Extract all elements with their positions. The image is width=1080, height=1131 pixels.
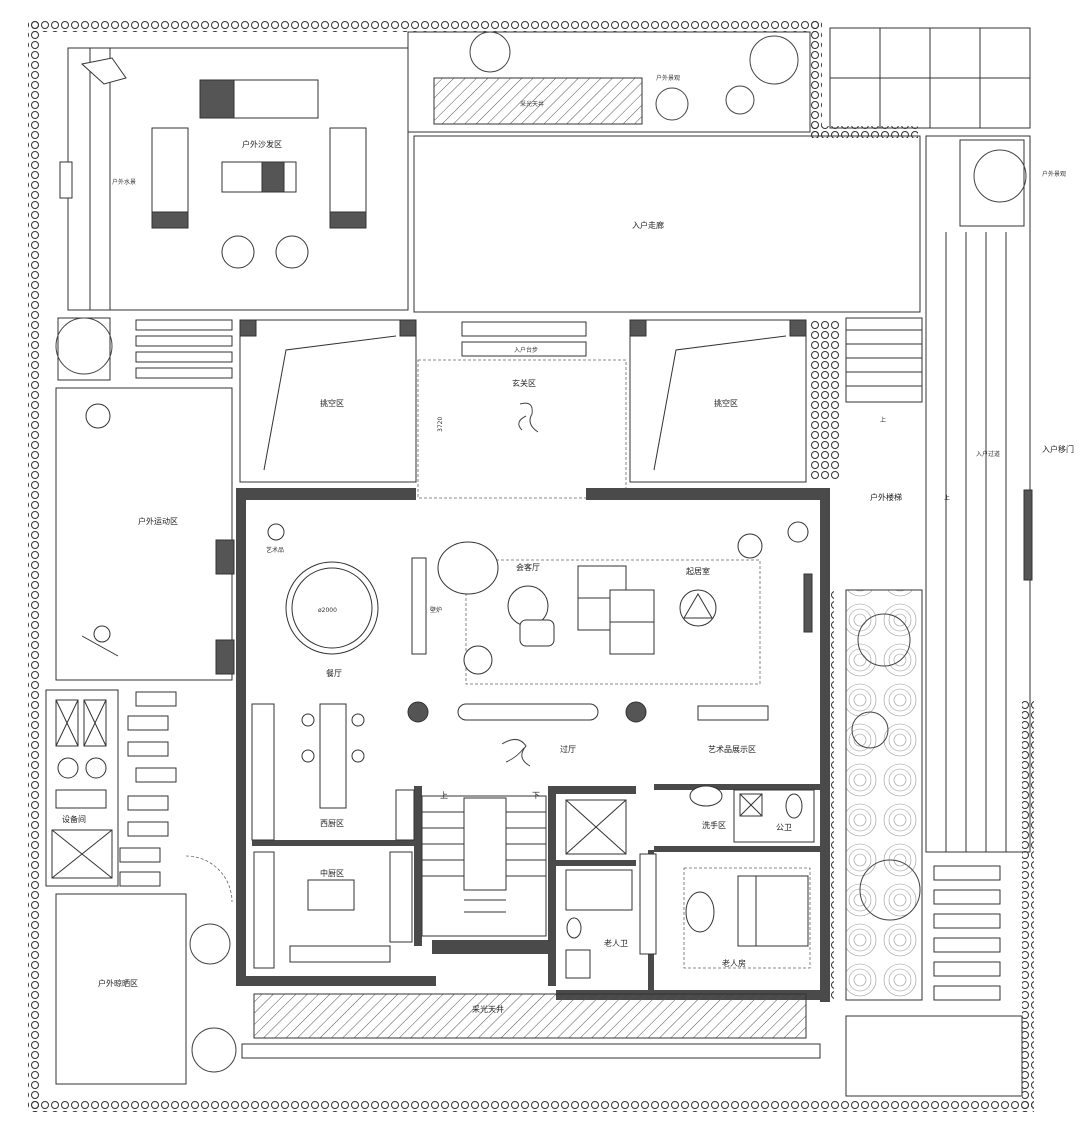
label-public-wc: 公卫 (776, 823, 792, 832)
tree-icon (857, 613, 911, 667)
sculpture-icon (518, 402, 539, 433)
label-outdoor-sports: 户外运动区 (138, 516, 178, 526)
sculpture-icon (501, 739, 531, 767)
label-landscape-top: 户外景观 (656, 74, 680, 82)
elder-room: 老人房 (639, 853, 811, 969)
skylight-bottom: 采光天井 (241, 993, 821, 1059)
corridor: 过厅 艺术品展示区 (407, 701, 769, 767)
label-fireplace: 壁炉 (430, 606, 442, 614)
label-equipment: 设备间 (62, 814, 86, 824)
tree-icon (859, 859, 921, 921)
label-wash: 洗手区 (702, 820, 726, 830)
reception-area: 会客厅 (437, 541, 761, 685)
label-void-left: 挑空区 (320, 398, 344, 408)
plant-icon (725, 85, 755, 115)
label-entry-corridor: 入户走廊 (632, 220, 664, 230)
toilet-icon (785, 793, 803, 819)
label-reception: 会客厅 (516, 562, 540, 572)
label-dimension: 3720 (437, 417, 444, 432)
label-outdoor-sofa: 户外沙发区 (242, 139, 282, 149)
outdoor-water: 户外水景 (59, 47, 136, 311)
label-up-2: 上 (944, 494, 950, 502)
label-skylight-bottom: 采光天井 (472, 1004, 504, 1014)
plant-icon (655, 87, 689, 121)
label-artwork: 艺术品 (266, 546, 284, 554)
label-entry-path: 入户过道 (976, 450, 1000, 458)
artwork-corner: 艺术品 (266, 523, 285, 554)
label-outdoor-water: 户外水景 (112, 178, 136, 186)
main-stairs: 上 下 (421, 791, 547, 937)
tree-icon (469, 31, 511, 73)
sofa-icon (437, 541, 499, 595)
label-void-right: 挑空区 (714, 398, 738, 408)
label-entry-steps: 入户台步 (514, 346, 538, 354)
skylight-top: 采光天井 户外景观 (407, 31, 811, 133)
dining-area: ø2000 餐厅 壁炉 (285, 557, 442, 678)
equipment-room: 设备间 (45, 689, 119, 887)
outdoor-drying: 户外晾晒区 (55, 893, 237, 1085)
entry-corridor: 入户走廊 (413, 135, 921, 313)
void-left: 挑空区 (239, 319, 417, 483)
outdoor-stairs: 上 户外楼梯 上 (845, 317, 950, 502)
right-garden (845, 589, 923, 1001)
label-western-kitchen: 西厨区 (320, 819, 344, 828)
left-steps-middle (119, 691, 177, 887)
stairs-icon (421, 795, 547, 937)
western-kitchen: 西厨区 (251, 703, 415, 841)
foyer: 入户台步 玄关区 3720 (417, 321, 627, 499)
label-up-stairs: 上 (440, 791, 448, 800)
chinese-kitchen: 中厨区 (253, 851, 413, 969)
label-elder-bath: 老人卫 (604, 938, 628, 948)
label-outdoor-stairs: 户外楼梯 (870, 492, 902, 502)
outdoor-sofa-area: 户外沙发区 (109, 47, 409, 311)
left-steps (55, 317, 233, 381)
label-corridor: 过厅 (560, 744, 576, 754)
label-elder-room: 老人房 (722, 958, 746, 968)
terrace-grid (830, 28, 1030, 128)
wash-area: 洗手区 公卫 (689, 785, 815, 843)
tree-icon (191, 1027, 237, 1073)
steps-right-bottom (845, 865, 1023, 1097)
dining-table-icon (291, 567, 373, 649)
label-outdoor-drying: 户外晾晒区 (98, 978, 138, 988)
label-foyer: 玄关区 (512, 378, 536, 388)
living-area: 起居室 (577, 521, 813, 655)
label-art-display: 艺术品展示区 (708, 744, 756, 754)
label-chinese-kitchen: 中厨区 (320, 868, 344, 878)
elder-bath: 老人卫 (565, 869, 633, 979)
void-right: 挑空区 (629, 319, 840, 483)
elevator (565, 799, 627, 855)
entry-path: 入户过道 入户移门 户外景观 (925, 135, 1074, 853)
label-entry-gate: 入户移门 (1042, 444, 1074, 454)
label-down-stairs: 下 (532, 791, 540, 800)
outdoor-sports: 户外运动区 (55, 387, 233, 681)
label-up-1: 上 (880, 416, 886, 424)
door-swing-icon (185, 855, 233, 903)
label-table-size: ø2000 (318, 607, 337, 614)
label-living: 起居室 (686, 566, 710, 576)
toilet-icon (566, 917, 582, 939)
plant-icon (749, 35, 799, 85)
label-dining: 餐厅 (326, 669, 342, 678)
plant-icon (55, 317, 113, 375)
plant-icon (189, 923, 231, 965)
label-landscape-right: 户外景观 (1042, 170, 1066, 178)
label-skylight-top: 采光天井 (520, 100, 544, 108)
